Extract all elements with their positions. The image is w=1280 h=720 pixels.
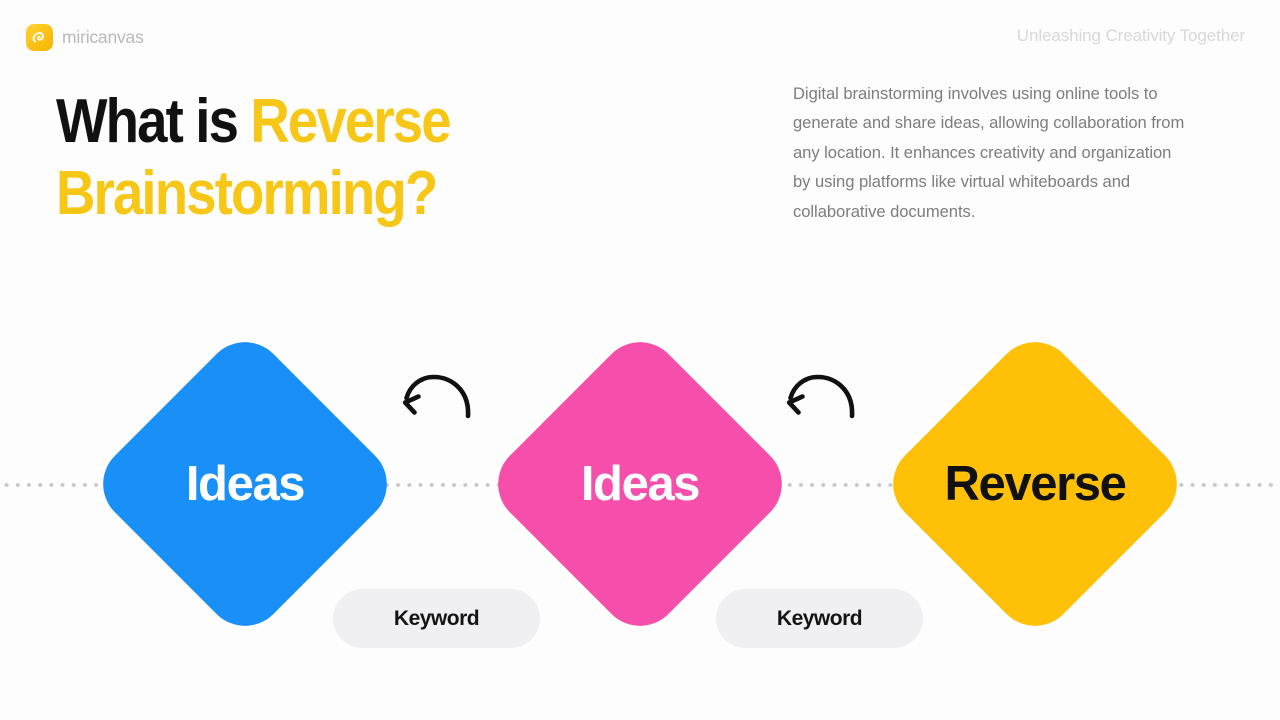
page-title-accent-part-2: Brainstorming? — [56, 158, 438, 228]
keyword-pill-1[interactable]: Keyword — [333, 589, 540, 648]
slide-header: miricanvas Unleashing Creativity Togethe… — [0, 0, 1280, 72]
header-tagline: Unleashing Creativity Together — [1016, 26, 1245, 45]
page-title-accent-part-1: Reverse — [250, 87, 451, 156]
curved-arrow-left-icon-1 — [402, 374, 471, 419]
description-paragraph: Digital brainstorming involves using onl… — [793, 84, 1185, 221]
brand-name-label: miricanvas — [62, 27, 144, 47]
diamond-shape-yellow — [876, 325, 1194, 643]
miricanvas-logo-icon — [26, 24, 53, 51]
curved-arrow-left-icon-2 — [786, 374, 855, 419]
keyword-pill-2[interactable]: Keyword — [716, 589, 923, 648]
brand-logo[interactable]: miricanvas — [26, 24, 144, 51]
diagram-node-3[interactable]: Reverse — [876, 325, 1194, 643]
page-title-plain-part: What is — [56, 87, 251, 156]
